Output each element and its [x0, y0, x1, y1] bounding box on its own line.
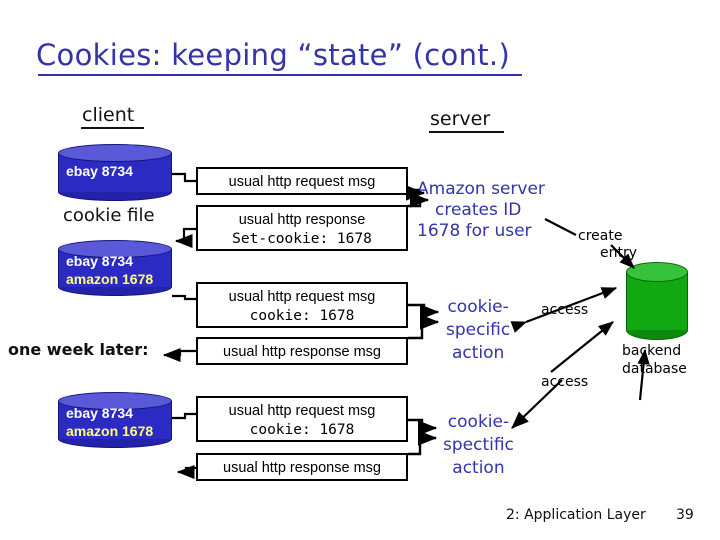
action-line-1: cookie- — [447, 412, 510, 432]
message-line-1: usual http response msg — [223, 460, 381, 476]
message-line-1: usual http request msg — [228, 289, 376, 305]
cookie-entries: ebay 8734 amazon 1678 — [66, 404, 168, 440]
access-label-lower: access — [541, 374, 589, 390]
backend-database-label: backend database — [622, 342, 687, 378]
amazon-note-line-2: creates ID — [435, 200, 522, 220]
footer-page-number: 39 — [676, 507, 694, 523]
server-label-underline — [429, 131, 504, 133]
http-message-box: usual http request msg — [196, 167, 408, 195]
cookie-file-after-setcookie: ebay 8734 amazon 1678 — [58, 240, 172, 296]
message-line-1: usual http request msg — [228, 403, 376, 419]
message-line-1: usual http request msg — [228, 174, 376, 190]
server-column-label: server — [430, 108, 491, 130]
cookie-specific-action-2: cookie- spectific action — [443, 411, 514, 480]
http-message-box: usual http response msg — [196, 453, 408, 481]
client-label-underline — [81, 127, 144, 129]
message-line-1: usual http response — [238, 212, 366, 228]
action-line-3: action — [451, 343, 505, 363]
cookie-entry: ebay 8734 — [66, 163, 133, 179]
message-line-2: cookie: 1678 — [249, 422, 355, 438]
http-message-box: usual http response Set-cookie: 1678 — [196, 205, 408, 251]
message-line-2: Set-cookie: 1678 — [232, 231, 372, 247]
http-message-box: usual http response msg — [196, 337, 408, 365]
cookie-entry: amazon 1678 — [66, 271, 154, 287]
action-line-2: spectific — [443, 435, 514, 455]
cookie-file-caption: cookie file — [63, 205, 155, 226]
amazon-server-note: Amazon server creates ID 1678 for user — [417, 179, 545, 242]
cookie-entry: amazon 1678 — [66, 423, 154, 439]
amazon-note-line-3: 1678 for user — [417, 221, 532, 241]
client-column-label: client — [82, 104, 135, 126]
action-line-2: specific — [446, 320, 511, 340]
message-line-1: usual http response msg — [223, 344, 381, 360]
http-message-box: usual http request msg cookie: 1678 — [196, 396, 408, 442]
cylinder-top — [626, 262, 688, 282]
cookie-entry: ebay 8734 — [66, 405, 133, 421]
action-line-1: cookie- — [447, 297, 509, 317]
page-title-underline — [38, 74, 522, 76]
create-entry-line-2: entry — [600, 245, 638, 261]
backend-database-cylinder — [626, 262, 688, 340]
access-label-upper: access — [541, 302, 589, 318]
cookie-file-initial: ebay 8734 — [58, 144, 172, 201]
http-message-box: usual http request msg cookie: 1678 — [196, 282, 408, 328]
page-title: Cookies: keeping “state” (cont.) — [36, 38, 511, 72]
message-line-2: cookie: 1678 — [249, 308, 355, 324]
cylinder-top — [58, 144, 172, 162]
create-entry-line-1: create — [578, 228, 623, 244]
backend-db-line-2: database — [622, 361, 687, 377]
amazon-note-line-1: Amazon server — [417, 179, 545, 199]
action-line-3: action — [452, 458, 505, 478]
footer-section-label: 2: Application Layer — [506, 507, 646, 523]
cookie-entries: ebay 8734 amazon 1678 — [66, 252, 168, 288]
one-week-later-label: one week later: — [8, 340, 149, 359]
cylinder-top — [58, 240, 172, 258]
backend-db-line-1: backend — [622, 343, 682, 359]
cookie-file-one-week-later: ebay 8734 amazon 1678 — [58, 392, 172, 448]
cookie-entry: ebay 8734 — [66, 253, 133, 269]
cookie-specific-action-1: cookie- specific action — [446, 296, 510, 365]
cylinder-top — [58, 392, 172, 410]
create-entry-note: create entry — [578, 228, 637, 262]
cookie-entries: ebay 8734 — [66, 162, 168, 180]
